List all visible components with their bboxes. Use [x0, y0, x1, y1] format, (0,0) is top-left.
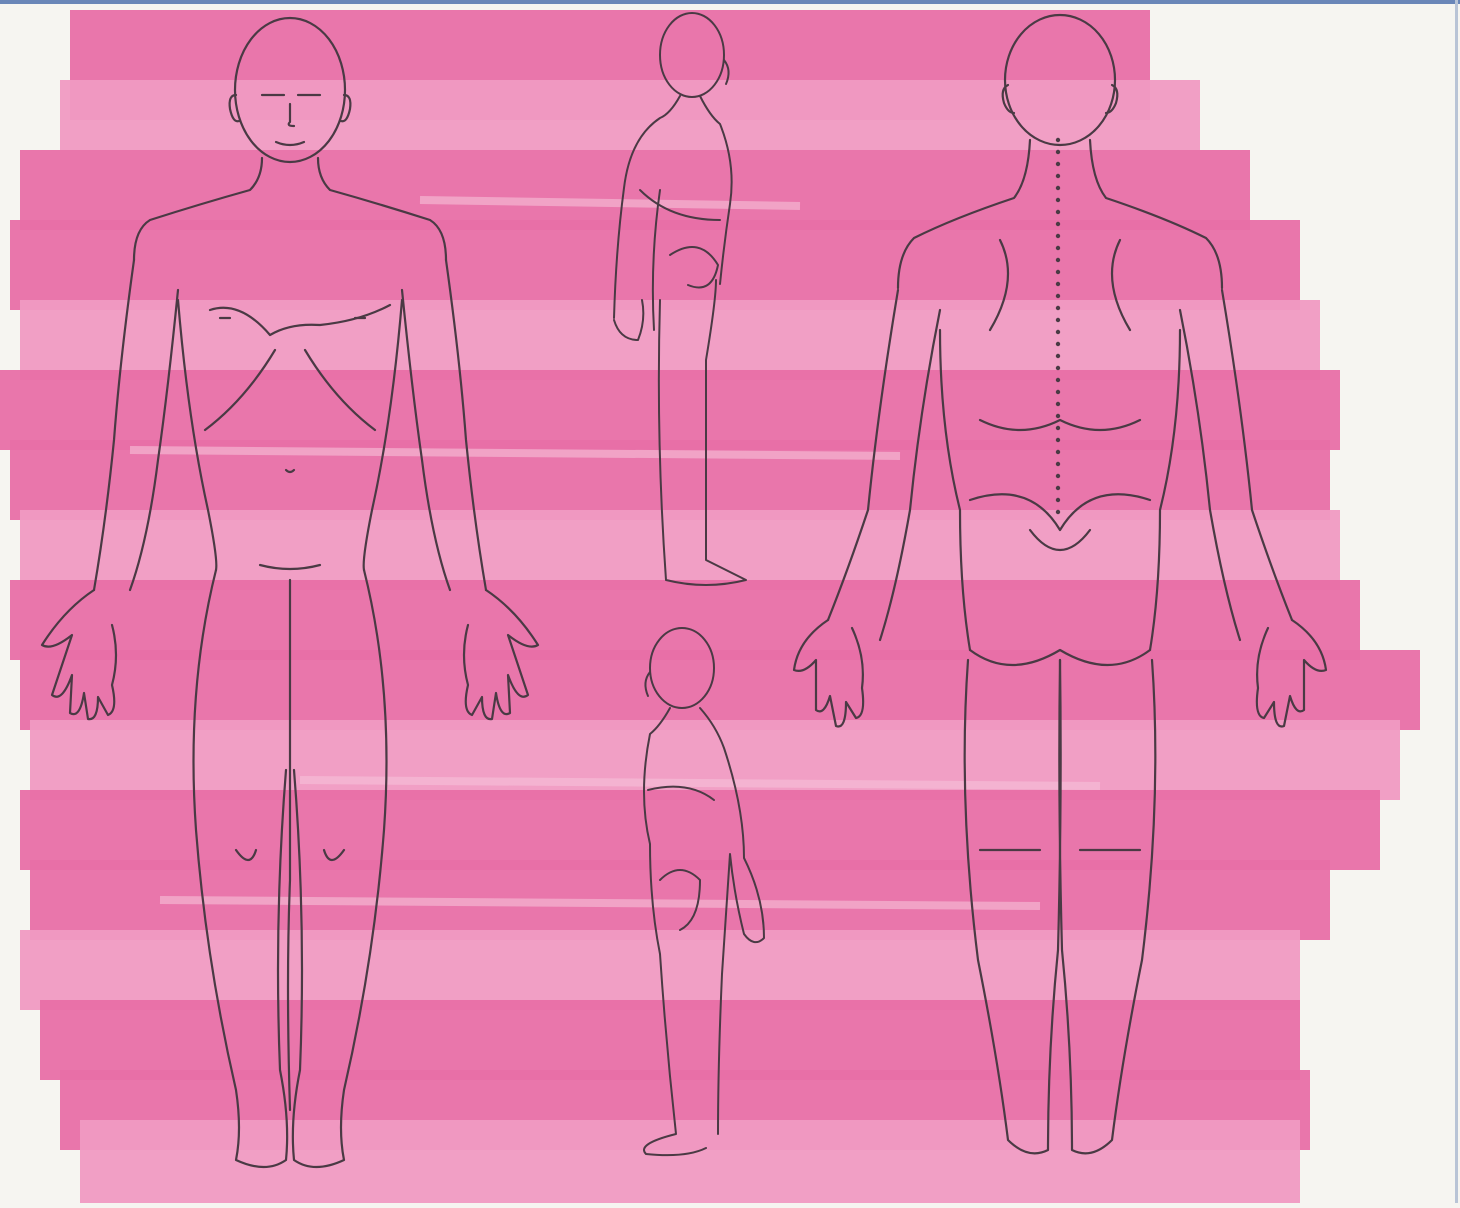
- frame-right-border: [1455, 0, 1458, 1203]
- spine-dot: [1056, 342, 1060, 346]
- spine-dot: [1056, 354, 1060, 358]
- highlighter-stroke: [20, 300, 1320, 380]
- spine-dot: [1056, 426, 1060, 430]
- spine-dot: [1056, 306, 1060, 310]
- spine-dot: [1056, 186, 1060, 190]
- spine-dot: [1056, 198, 1060, 202]
- spine-dot: [1056, 330, 1060, 334]
- spine-dot: [1056, 138, 1060, 142]
- spine-dot: [1056, 294, 1060, 298]
- spine-dot: [1056, 510, 1060, 514]
- spine-dot: [1056, 210, 1060, 214]
- spine-dot: [1056, 498, 1060, 502]
- spine-dot: [1056, 318, 1060, 322]
- spine-dot: [1056, 474, 1060, 478]
- spine-dot: [1056, 174, 1060, 178]
- spine-dot: [1056, 438, 1060, 442]
- spine-dot: [1056, 258, 1060, 262]
- spine-dot: [1056, 486, 1060, 490]
- highlighter-stroke: [30, 720, 1400, 800]
- highlighter-stroke: [20, 150, 1250, 230]
- spine-dot: [1056, 246, 1060, 250]
- highlighter-stroke: [20, 510, 1340, 590]
- spine-dot: [1056, 414, 1060, 418]
- spine-dot: [1056, 366, 1060, 370]
- spine-dot: [1056, 378, 1060, 382]
- spine-dot: [1056, 282, 1060, 286]
- spine-dot: [1056, 462, 1060, 466]
- frame-top-border: [0, 0, 1460, 4]
- highlighter-stroke: [80, 1120, 1300, 1203]
- spine-dot: [1056, 162, 1060, 166]
- pain-shading: [0, 10, 1420, 1203]
- highlighter-stroke: [0, 370, 1340, 450]
- spine-dot: [1056, 234, 1060, 238]
- highlighter-stroke: [20, 790, 1380, 870]
- spine-dot: [1056, 150, 1060, 154]
- spine-dot: [1056, 270, 1060, 274]
- spine-dot: [1056, 402, 1060, 406]
- highlighter-stroke: [20, 650, 1420, 730]
- spine-dot: [1056, 390, 1060, 394]
- spine-dot: [1056, 450, 1060, 454]
- spine-dot: [1056, 222, 1060, 226]
